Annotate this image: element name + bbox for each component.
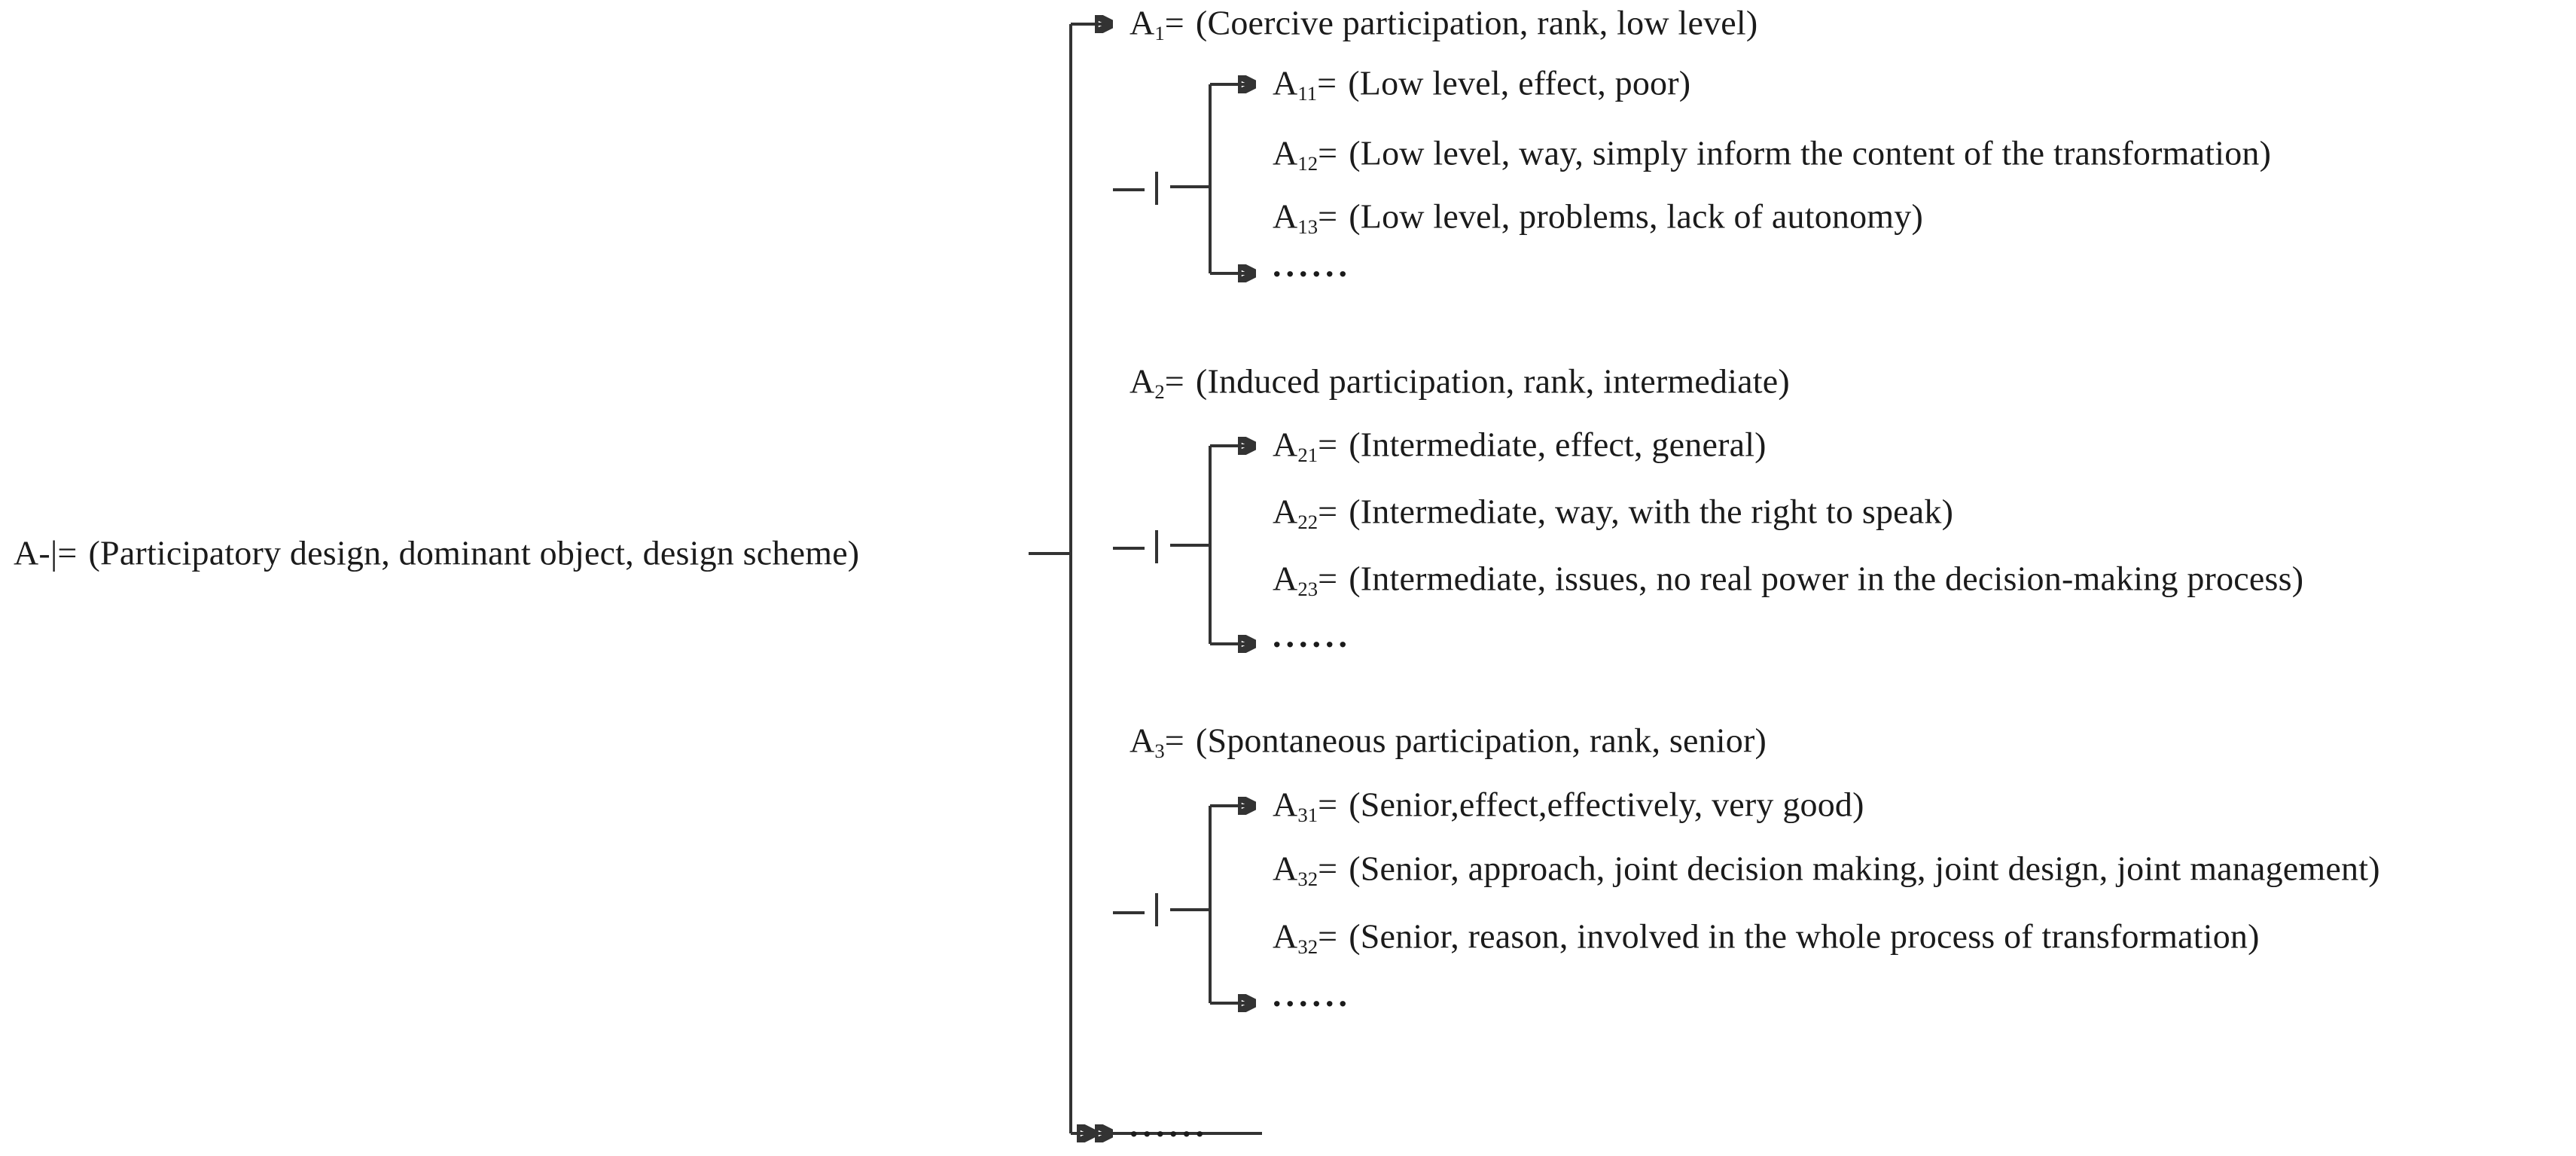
node-a11: A11= (Low level, effect, poor) (1273, 63, 1690, 105)
node-a2-id: A2= (1129, 361, 1184, 403)
node-a32b-id: A32= (1273, 917, 1338, 958)
node-a21-id: A21= (1273, 425, 1338, 466)
node-a23-id: A23= (1273, 559, 1338, 600)
node-a32b-label: (Senior, reason, involved in the whole p… (1349, 917, 2260, 956)
node-a12-label: (Low level, way, simply inform the conte… (1349, 133, 2272, 172)
node-a32-label: (Senior, approach, joint decision making… (1349, 849, 2380, 888)
node-a31: A31= (Senior,effect,effectively, very goo… (1273, 785, 1864, 826)
node-a1: A1= (Coercive participation, rank, low le… (1129, 3, 1757, 44)
node-a12: A12= (Low level, way, simply inform the c… (1273, 133, 2271, 175)
node-a12-id: A12= (1273, 133, 1338, 175)
node-a3-label: (Spontaneous participation, rank, senior… (1195, 721, 1767, 760)
node-a32b: A32= (Senior, reason, involved in the who… (1273, 917, 2260, 958)
node-a3: A3= (Spontaneous participation, rank, sen… (1129, 721, 1767, 762)
node-a2: A2= (Induced participation, rank, interme… (1129, 361, 1790, 403)
node-a21: A21= (Intermediate, effect, general) (1273, 425, 1767, 466)
node-a22: A22= (Intermediate, way, with the right t… (1273, 492, 1953, 533)
node-a13-label: (Low level, problems, lack of autonomy) (1349, 197, 1924, 236)
node-root: A-|= (Participatory design, dominant obje… (14, 534, 859, 574)
node-a32: A32= (Senior, approach, joint decision ma… (1273, 849, 2380, 890)
node-a22-id: A22= (1273, 492, 1338, 533)
node-a3-id: A3= (1129, 721, 1184, 762)
node-a23-label: (Intermediate, issues, no real power in … (1349, 559, 2304, 598)
node-a22-label: (Intermediate, way, with the right to sp… (1349, 492, 1954, 531)
ellipsis-group1: ...... (1273, 245, 1352, 284)
node-a2-label: (Induced participation, rank, intermedia… (1195, 361, 1790, 401)
node-a31-label: (Senior,effect,effectively, very good) (1349, 785, 1864, 824)
node-root-label: (Participatory design, dominant object, … (88, 533, 860, 572)
node-a13: A13= (Low level, problems, lack of autono… (1273, 197, 1923, 238)
ellipsis-group2: ...... (1273, 615, 1352, 654)
node-a13-id: A13= (1273, 197, 1338, 238)
node-root-id: A-|= (14, 533, 78, 572)
node-a11-id: A11= (1273, 63, 1337, 105)
node-a21-label: (Intermediate, effect, general) (1349, 425, 1767, 464)
node-a1-label: (Coercive participation, rank, low level… (1195, 3, 1758, 42)
node-a23: A23= (Intermediate, issues, no real power… (1273, 559, 2303, 600)
node-a32-id: A32= (1273, 849, 1338, 890)
ellipsis-group3: ...... (1273, 975, 1352, 1014)
node-a31-id: A31= (1273, 785, 1338, 826)
node-a11-label: (Low level, effect, poor) (1348, 63, 1691, 102)
node-a1-id: A1= (1129, 3, 1184, 44)
ellipsis-trunk: ...... (1129, 1105, 1209, 1144)
